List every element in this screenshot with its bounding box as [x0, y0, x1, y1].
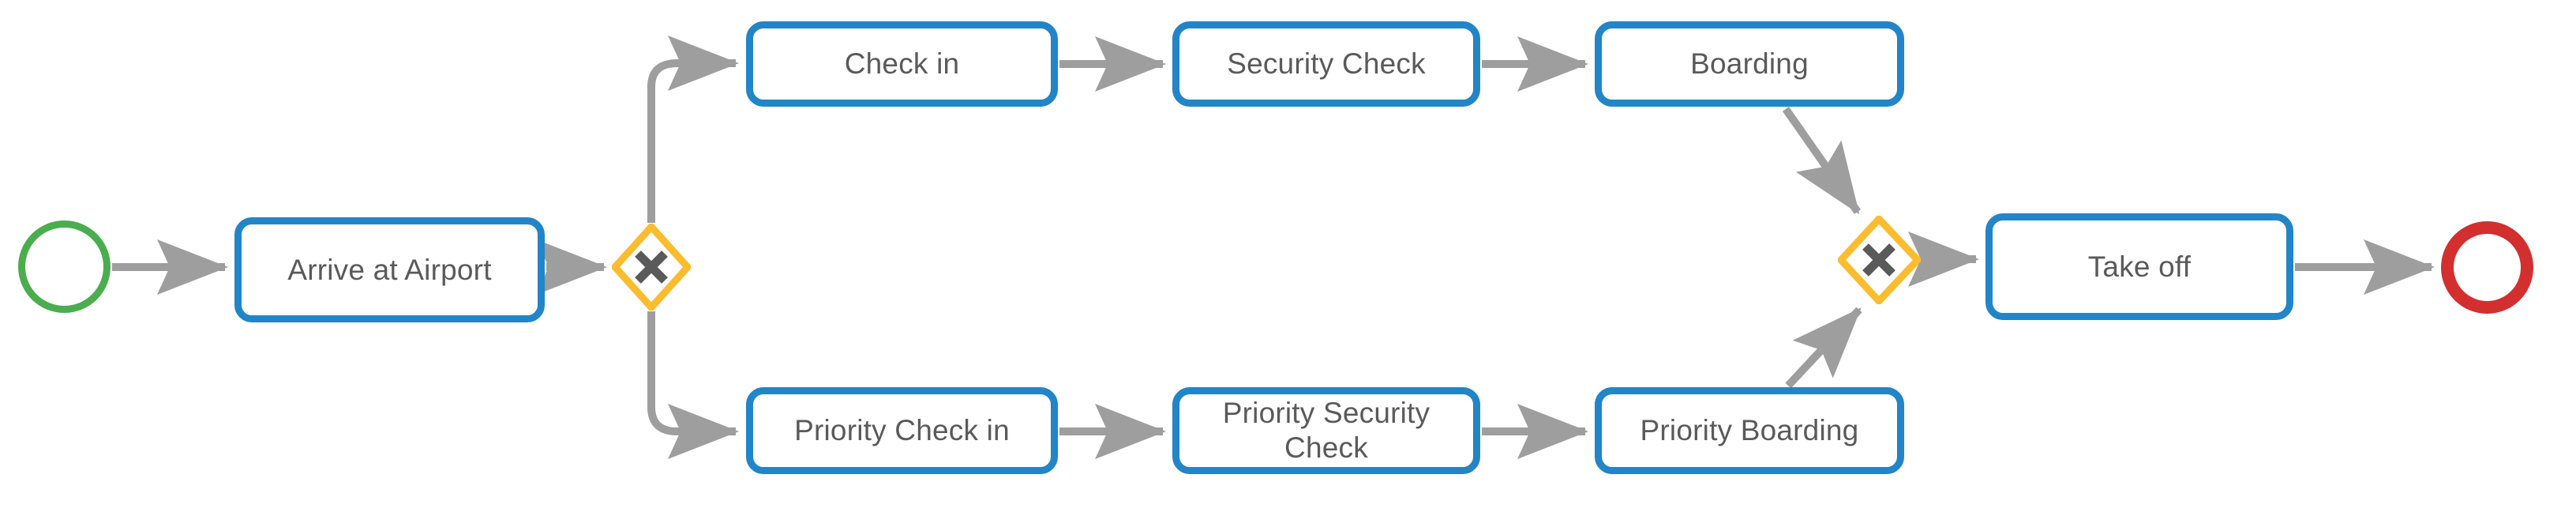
task-label: Priority Check in: [794, 414, 1010, 447]
task-label: Check in: [844, 47, 960, 81]
task-priority-security-check[interactable]: Priority Security Check: [1172, 387, 1480, 474]
task-check-in[interactable]: Check in: [746, 21, 1058, 107]
task-arrive-at-airport[interactable]: Arrive at Airport: [234, 217, 545, 322]
connector-boarding-to-merge: [1782, 107, 1862, 215]
task-boarding[interactable]: Boarding: [1595, 21, 1904, 107]
task-label: Priority Boarding: [1640, 414, 1859, 447]
task-label: Arrive at Airport: [287, 253, 492, 286]
task-priority-boarding[interactable]: Priority Boarding: [1595, 387, 1904, 474]
connector-priority-boarding-to-merge: [1785, 307, 1862, 389]
task-label: Boarding: [1690, 47, 1809, 81]
gateway-x-icon: [612, 224, 691, 311]
task-priority-check-in[interactable]: Priority Check in: [746, 387, 1058, 474]
start-event[interactable]: [18, 220, 111, 313]
task-label: Take off: [2087, 250, 2192, 283]
task-security-check[interactable]: Security Check: [1172, 21, 1480, 107]
gateway-x-icon: [1838, 216, 1921, 304]
exclusive-gateway-merge[interactable]: [1838, 216, 1921, 304]
task-take-off[interactable]: Take off: [1985, 213, 2293, 320]
connector-split-to-priority-checkin: [647, 311, 739, 459]
connector-split-to-checkin: [647, 36, 739, 223]
exclusive-gateway-split[interactable]: [612, 224, 691, 311]
end-event[interactable]: [2441, 221, 2533, 314]
task-label: Priority Security Check: [1222, 397, 1430, 464]
task-label: Security Check: [1227, 47, 1426, 81]
